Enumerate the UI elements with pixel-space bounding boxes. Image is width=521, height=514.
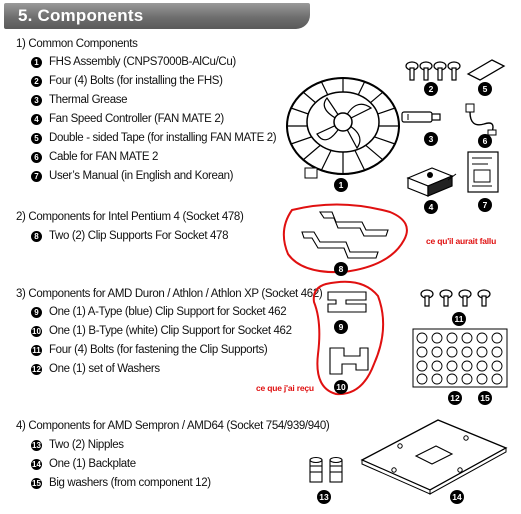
callout-badge: 10: [334, 380, 348, 394]
list-item: 11 Four (4) Bolts (for fastening the Clip…: [31, 344, 268, 356]
callout-badge: 12: [448, 391, 462, 405]
list-item: 12 One (1) set of Washers: [31, 363, 160, 375]
item-text: Four (4) Bolts (for installing the FHS): [49, 75, 223, 87]
heatsink-fan-illustration: [286, 77, 400, 179]
number-badge: 12: [31, 363, 42, 375]
tape-illustration: [466, 59, 506, 81]
list-item: 2 Four (4) Bolts (for installing the FHS): [31, 75, 223, 87]
list-item: 3 Thermal Grease: [31, 94, 128, 106]
list-item: 13 Two (2) Nipples: [31, 439, 124, 451]
section-title-common: 1) Common Components: [16, 38, 138, 50]
item-text: One (1) set of Washers: [49, 363, 160, 375]
item-text: Big washers (from component 12): [49, 477, 211, 489]
clip-bolts-illustration: [420, 289, 491, 307]
section-header: 5. Components: [4, 3, 310, 29]
washers-sheet-illustration: [412, 328, 508, 388]
list-item: 6 Cable for FAN MATE 2: [31, 151, 158, 163]
callout-badge: 8: [334, 262, 348, 276]
list-item: 10 One (1) B-Type (white) Clip Support fo…: [31, 325, 292, 337]
number-badge: 15: [31, 477, 42, 489]
number-badge: 2: [31, 75, 42, 87]
number-badge: 10: [31, 325, 42, 337]
callout-badge: 3: [424, 132, 438, 146]
number-badge: 4: [31, 113, 42, 125]
item-text: Four (4) Bolts (for fastening the Clip S…: [49, 344, 268, 356]
callout-badge: 2: [424, 82, 438, 96]
bolts-illustration: [405, 61, 461, 81]
callout-badge: 4: [424, 200, 438, 214]
callout-badge: 9: [334, 320, 348, 334]
number-badge: 3: [31, 94, 42, 106]
item-text: Fan Speed Controller (FAN MATE 2): [49, 113, 224, 125]
callout-badge: 15: [478, 391, 492, 405]
callout-badge: 13: [317, 490, 331, 504]
number-badge: 5: [31, 132, 42, 144]
callout-badge: 11: [452, 312, 466, 326]
callout-badge: 14: [450, 490, 464, 504]
item-text: Two (2) Clip Supports For Socket 478: [49, 230, 229, 242]
thermal-grease-illustration: [401, 111, 441, 123]
callout-badge: 7: [478, 198, 492, 212]
list-item: 8 Two (2) Clip Supports For Socket 478: [31, 230, 229, 242]
number-badge: 14: [31, 458, 42, 470]
item-text: One (1) Backplate: [49, 458, 136, 470]
number-badge: 1: [31, 56, 42, 68]
cable-illustration: [465, 103, 497, 136]
item-text: Thermal Grease: [49, 94, 128, 106]
number-badge: 11: [31, 344, 42, 356]
list-item: 7 User’s Manual (in English and Korean): [31, 170, 234, 182]
number-badge: 7: [31, 170, 42, 182]
number-badge: 9: [31, 306, 42, 318]
item-text: User’s Manual (in English and Korean): [49, 170, 234, 182]
callout-badge: 1: [334, 178, 348, 192]
clip-support-478-illustration: [282, 203, 408, 274]
number-badge: 8: [31, 230, 42, 242]
section-title-amd-462: 3) Components for AMD Duron / Athlon / A…: [16, 288, 323, 300]
callout-badge: 5: [478, 82, 492, 96]
section-title-intel: 2) Components for Intel Pentium 4 (Socke…: [16, 211, 244, 223]
callout-badge: 6: [478, 134, 492, 148]
list-item: 14 One (1) Backplate: [31, 458, 136, 470]
number-badge: 13: [31, 439, 42, 451]
item-text: FHS Assembly (CNPS7000B-AlCu/Cu): [49, 56, 236, 68]
manual-illustration: [467, 151, 499, 193]
fan-controller-illustration: [406, 167, 457, 197]
item-text: Two (2) Nipples: [49, 439, 124, 451]
clip-support-462-illustration: [312, 280, 385, 396]
number-badge: 6: [31, 151, 42, 163]
annotation-received: ce que j'ai reçu: [256, 383, 314, 393]
nipples-illustration: [309, 456, 343, 483]
list-item: 15 Big washers (from component 12): [31, 477, 211, 489]
backplate-illustration: [360, 419, 508, 495]
list-item: 5 Double - sided Tape (for installing FAN…: [31, 132, 277, 144]
list-item: 9 One (1) A-Type (blue) Clip Support for …: [31, 306, 287, 318]
item-text: Cable for FAN MATE 2: [49, 151, 159, 163]
section-title-amd-64: 4) Components for AMD Sempron / AMD64 (S…: [16, 420, 330, 432]
list-item: 4 Fan Speed Controller (FAN MATE 2): [31, 113, 224, 125]
item-text: One (1) B-Type (white) Clip Support for …: [49, 325, 292, 337]
item-text: One (1) A-Type (blue) Clip Support for S…: [49, 306, 287, 318]
item-text: Double - sided Tape (for installing FAN …: [49, 132, 277, 144]
list-item: 1 FHS Assembly (CNPS7000B-AlCu/Cu): [31, 56, 236, 68]
annotation-expected: ce qu'il aurait fallu: [426, 236, 497, 246]
